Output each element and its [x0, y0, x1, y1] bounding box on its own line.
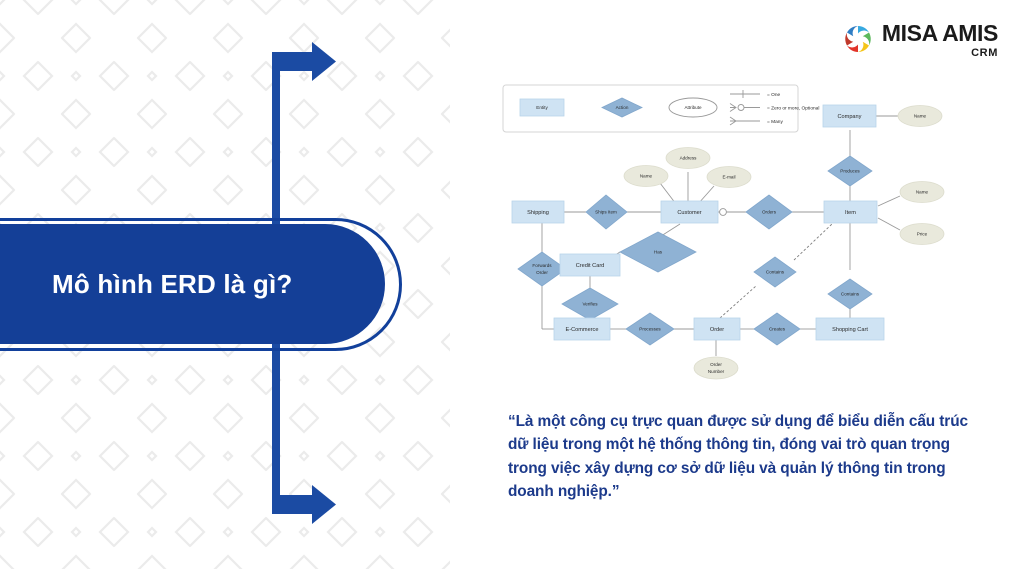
- legend-action-shape: [601, 97, 643, 118]
- erd-action-has-label: Has: [654, 250, 663, 255]
- erd-attribute-company-name: Name: [897, 105, 943, 127]
- legend-many-label: = Many: [767, 119, 783, 125]
- brand-logo[interactable]: MISA AMIS CRM: [842, 22, 998, 59]
- title-pill-outline: [0, 218, 402, 351]
- erd-entity-shopping-cart: Shopping Cart: [815, 317, 885, 341]
- erd-entity-ecommerce-label: E-Commerce: [566, 327, 599, 333]
- erd-attribute-item-price: Price: [899, 223, 945, 245]
- logo-subtext: CRM: [971, 47, 998, 59]
- erd-entity-company-label: Company: [838, 114, 862, 120]
- erd-action-ships-item: Ships Item: [585, 194, 628, 230]
- erd-action-orders: Orders: [745, 194, 793, 230]
- erd-action-verifies-label: Verifies: [582, 302, 598, 307]
- legend-action-label: Action: [616, 105, 629, 110]
- erd-entity-shopping-cart-label: Shopping Cart: [832, 327, 868, 333]
- erd-action-produces-label: Produces: [840, 169, 860, 174]
- erd-attribute-customer-email: E-mail: [706, 166, 752, 188]
- erd-attribute-customer-address-label: Address: [680, 156, 698, 161]
- legend-notation-one: = One: [730, 90, 781, 98]
- erd-attribute-item-name-label: Name: [916, 190, 929, 195]
- erd-action-contains-left-label: Contains: [766, 270, 785, 275]
- erd-attribute-item-name: Name: [899, 181, 945, 203]
- erd-diagram: Entity Action Attribute = One = Zero or …: [498, 80, 968, 390]
- erd-action-creates: Creates: [753, 312, 801, 346]
- erd-entity-item-label: Item: [845, 210, 856, 216]
- title-pill: Mô hình ERD là gì?: [0, 224, 385, 344]
- logo-wordmark: MISA AMIS: [881, 20, 998, 46]
- erd-action-contains-right-label: Contains: [841, 292, 860, 297]
- erd-attribute-customer-email-label: E-mail: [722, 175, 735, 180]
- erd-attribute-company-name-label: Name: [914, 114, 927, 119]
- erd-attribute-order-number-label-1: Order: [710, 362, 722, 367]
- erd-action-forwards-order: Forwards Order: [517, 251, 567, 287]
- legend-zero-or-more-label: = Zero or more, Optional: [767, 105, 819, 111]
- legend-attribute-label: Attribute: [684, 105, 702, 110]
- erd-attribute-customer-name-label: Name: [640, 174, 653, 179]
- erd-entity-shipping: Shipping: [511, 200, 565, 224]
- erd-action-processes: Processes: [625, 312, 675, 346]
- legend-notation-zero-or-more: = Zero or more, Optional: [729, 103, 819, 112]
- erd-entity-credit-card-label: Credit Card: [576, 263, 605, 269]
- erd-action-creates-label: Creates: [769, 327, 786, 332]
- legend-entity-shape: [519, 98, 565, 117]
- page-title: Mô hình ERD là gì?: [52, 268, 293, 299]
- erd-action-produces: Produces: [827, 155, 873, 187]
- legend-attribute-shape: [668, 97, 718, 118]
- erd-notation-zero-or-more-customer-orders: [719, 208, 727, 216]
- erd-action-processes-label: Processes: [639, 327, 661, 332]
- erd-action-forwards-order-label-2: Order: [536, 270, 548, 275]
- erd-action-contains-right: Contains: [827, 278, 873, 310]
- erd-entity-order-label: Order: [710, 327, 724, 333]
- legend-one-label: = One: [767, 92, 781, 98]
- legend-notation-many: = Many: [729, 116, 783, 126]
- erd-legend-box: [502, 84, 799, 133]
- erd-action-forwards-order-label-1: Forwards: [532, 263, 552, 268]
- erd-action-has: Has: [619, 231, 697, 273]
- erd-entity-ecommerce: E-Commerce: [553, 317, 611, 341]
- misa-swirl-icon: [845, 26, 871, 52]
- erd-entity-shipping-label: Shipping: [527, 210, 549, 216]
- erd-action-ships-item-label: Ships Item: [595, 210, 617, 215]
- erd-attribute-order-number: Order Number: [693, 356, 739, 380]
- legend-entity-label: Entity: [536, 105, 548, 110]
- erd-attribute-customer-name: Name: [623, 165, 669, 187]
- erd-action-verifies: Verifies: [561, 287, 619, 321]
- erd-attribute-item-price-label: Price: [917, 232, 928, 237]
- erd-entity-item: Item: [823, 200, 878, 224]
- erd-action-orders-label: Orders: [762, 210, 777, 215]
- erd-entity-company: Company: [822, 104, 877, 128]
- erd-entity-credit-card: Credit Card: [559, 253, 621, 277]
- erd-attribute-order-number-label-2: Number: [708, 369, 725, 374]
- quote-text: “Là một công cụ trực quan được sử dụng đ…: [508, 413, 968, 501]
- erd-entity-order: Order: [693, 317, 741, 341]
- erd-entity-customer-label: Customer: [677, 210, 701, 216]
- erd-action-contains-left: Contains: [753, 256, 797, 288]
- erd-attribute-customer-address: Address: [665, 147, 711, 169]
- erd-entity-customer: Customer: [660, 200, 719, 224]
